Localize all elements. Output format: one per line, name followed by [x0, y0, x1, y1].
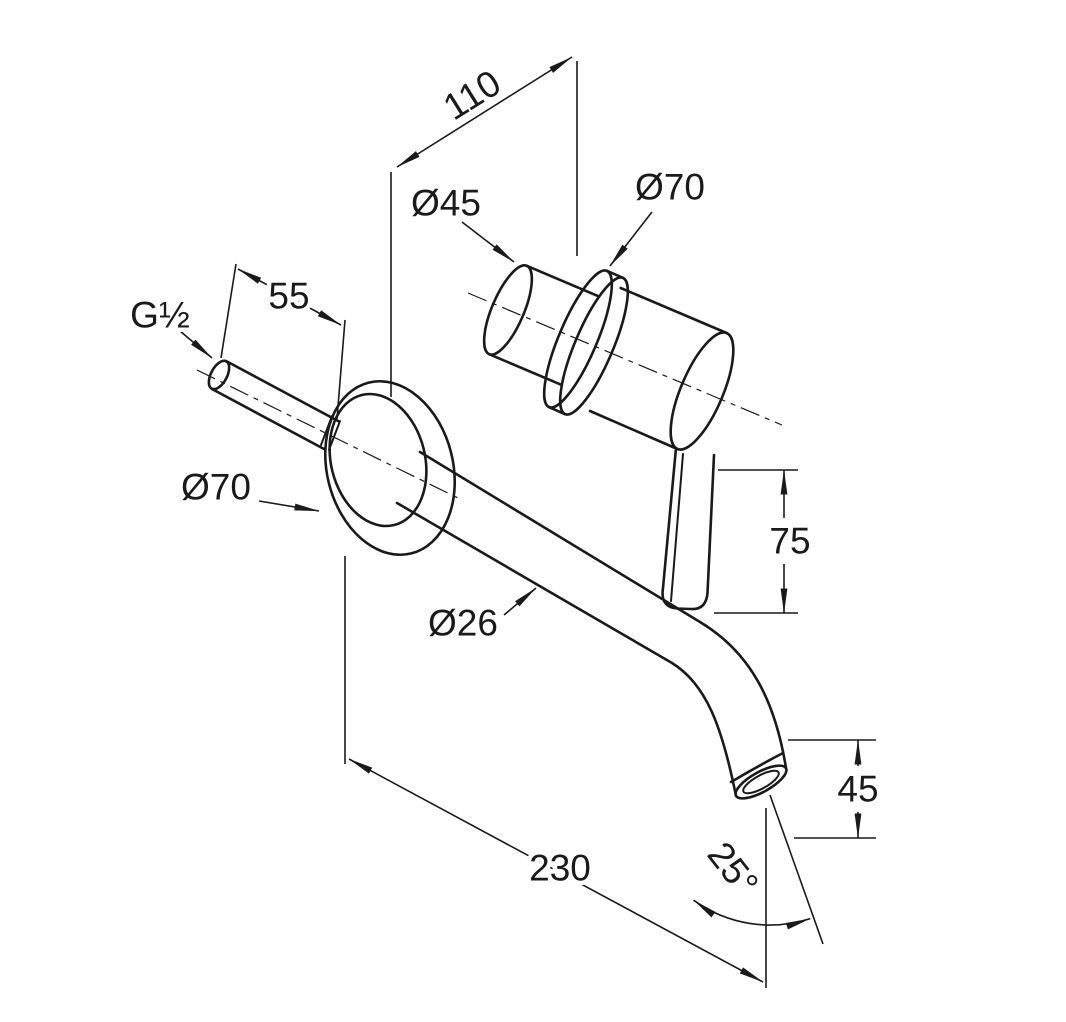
dim-dia70-wall-label: Ø70 — [181, 467, 251, 508]
dimension-55: 55 — [220, 263, 346, 420]
dim-110-label: 110 — [436, 62, 508, 128]
dimension-45: 45 — [788, 739, 883, 839]
angle-reference-line — [769, 794, 824, 945]
centerlines — [196, 292, 783, 500]
dimension-230: 230 — [344, 556, 767, 988]
leader-line — [258, 500, 320, 512]
extension-line — [220, 263, 237, 359]
pipe-top-edge — [224, 359, 341, 423]
lever-outline — [661, 446, 716, 611]
dim-75-label: 75 — [769, 521, 810, 562]
dim-55-label: 55 — [268, 276, 309, 317]
rosette-outer-edge — [323, 379, 457, 557]
dim-dia26-label: Ø26 — [428, 603, 498, 644]
pipe-centerline — [196, 369, 461, 500]
dim-25deg-label: 25° — [700, 834, 767, 903]
dimension-dia70-handle: Ø70 — [609, 162, 709, 267]
handle-rosette-top-edge — [605, 269, 625, 280]
dimension-dia45: Ø45 — [407, 178, 515, 263]
handle-centerline — [467, 292, 783, 426]
dimension-25deg: 25° — [693, 794, 824, 945]
lever-inner-edge — [670, 453, 684, 602]
wall-supply-pipe — [207, 359, 341, 451]
grip-bottom-edge — [588, 409, 679, 451]
grip-top-edge — [619, 286, 728, 335]
spout-upper-edge — [418, 450, 788, 770]
handle-rosette-bottom-edge — [547, 405, 567, 416]
leader-line — [461, 221, 515, 263]
dim-dia45-label: Ø45 — [411, 183, 481, 224]
leader-line — [609, 211, 653, 267]
pipe-thread-line — [328, 420, 341, 451]
dim-230-label: 230 — [529, 848, 591, 889]
dimension-line — [348, 758, 764, 983]
thread-size-label: G½ — [130, 295, 190, 336]
leader-line — [503, 587, 537, 616]
dim-45-label: 45 — [837, 769, 878, 810]
spout-lower-edge — [395, 501, 738, 798]
dimension-dia70-wall: Ø70 — [177, 462, 320, 512]
rosette-inner-dome — [328, 392, 428, 528]
pipe-bottom-edge — [210, 387, 327, 451]
dimension-g12: G½ — [126, 290, 213, 359]
dimension-line — [237, 268, 342, 326]
grip-front-face — [669, 331, 735, 451]
mixer-handle-unit — [482, 264, 735, 611]
cartridge-bottom-edge — [487, 352, 563, 386]
spout-wall-rosette — [323, 379, 457, 557]
angle-arc — [693, 899, 811, 930]
extension-line — [336, 319, 346, 420]
leader-line — [179, 330, 213, 359]
cartridge-top-edge — [525, 264, 600, 298]
dimension-dia26: Ø26 — [424, 587, 537, 648]
dimension-line — [396, 56, 573, 168]
dim-dia70-handle-label: Ø70 — [635, 167, 705, 208]
dimension-75: 75 — [714, 469, 815, 614]
